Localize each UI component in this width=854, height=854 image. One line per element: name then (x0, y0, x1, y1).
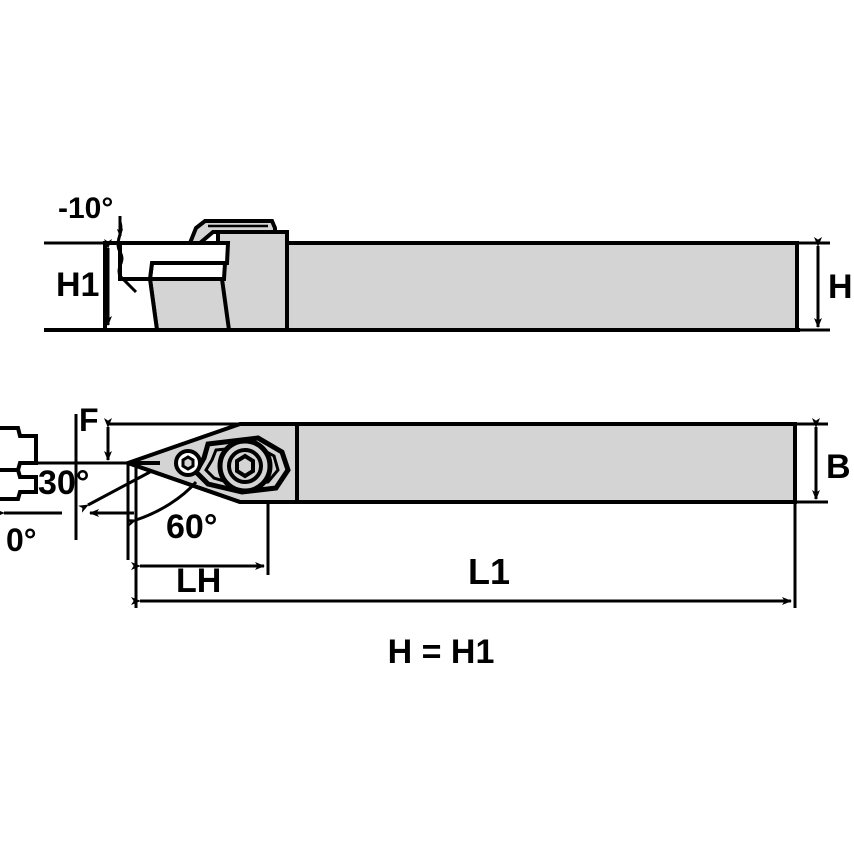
top-view-lower-flank (127, 461, 241, 504)
f-label: F (79, 402, 99, 438)
nose-angle-60-annotation: 60° (126, 463, 217, 560)
angle-30-label: 30° (38, 464, 89, 502)
b-label: B (826, 448, 851, 486)
nose-angle-leader-arc (126, 481, 198, 527)
h-label: H (828, 268, 853, 306)
dimension-h: H (797, 237, 853, 332)
side-view-shank-body (285, 241, 799, 332)
side-view-group: H1 -10° H (44, 192, 853, 332)
top-view-secondary-hex-icon (181, 455, 195, 471)
side-view-shim (147, 261, 228, 281)
top-view-group: 0° 30° 60° F B (0, 402, 851, 608)
note-h-equals-h1: H = H1 (388, 633, 495, 671)
dimension-h1: H1 (56, 239, 112, 326)
h1-label: H1 (56, 266, 99, 304)
dimension-lh: LH (131, 502, 270, 600)
workpiece-upper-outline (0, 426, 38, 472)
top-view-hex-socket-icon (235, 453, 255, 479)
dimension-b: B (795, 418, 851, 504)
lead-angle-leader (78, 470, 151, 513)
top-view-shank-body (295, 422, 797, 504)
angle-0-label: 0° (6, 522, 37, 558)
workpiece-lower-outline (0, 468, 38, 501)
angle-60-label: 60° (166, 508, 217, 546)
dimension-f: F (79, 402, 240, 461)
lead-angle-30-annotation: 30° (36, 461, 151, 513)
dimension-l1: L1 (131, 463, 797, 608)
rake-angle-label: -10° (58, 192, 113, 225)
lh-label: LH (176, 562, 221, 600)
l1-label: L1 (468, 551, 510, 592)
rake-angle-annotation: -10° (58, 192, 138, 294)
workpiece-profile: 0° (0, 414, 134, 558)
side-view-insert (147, 277, 232, 332)
